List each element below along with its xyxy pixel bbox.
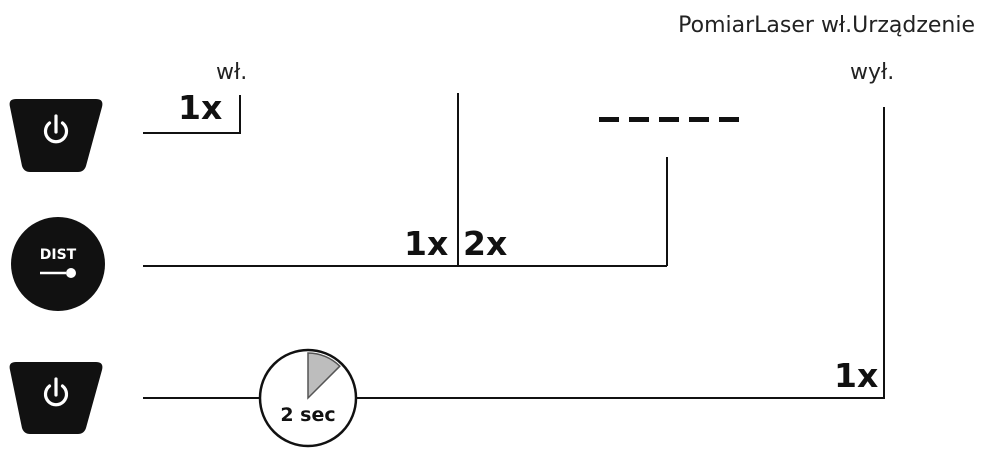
measure-header-label: PomiarLaser wł.Urządzenie xyxy=(678,13,975,38)
timer-label: 2 sec xyxy=(280,404,335,426)
dist-first-count: 1x xyxy=(404,224,449,263)
display-dashes xyxy=(599,117,739,122)
power-button-bottom xyxy=(9,362,103,434)
on-label: wł. xyxy=(216,60,248,85)
connector-lines xyxy=(143,93,885,399)
timer-wedge xyxy=(307,352,341,400)
off-label: wył. xyxy=(850,60,895,85)
dist-button-label: DIST xyxy=(40,247,77,263)
hold-press-count: 1x xyxy=(834,356,879,395)
power-press-count: 1x xyxy=(178,88,223,127)
power-icon xyxy=(43,377,69,407)
dist-button xyxy=(11,217,105,311)
power-button-top xyxy=(9,99,103,172)
dist-icon xyxy=(40,268,76,278)
dist-second-count: 2x xyxy=(463,224,508,263)
power-icon xyxy=(43,114,69,144)
